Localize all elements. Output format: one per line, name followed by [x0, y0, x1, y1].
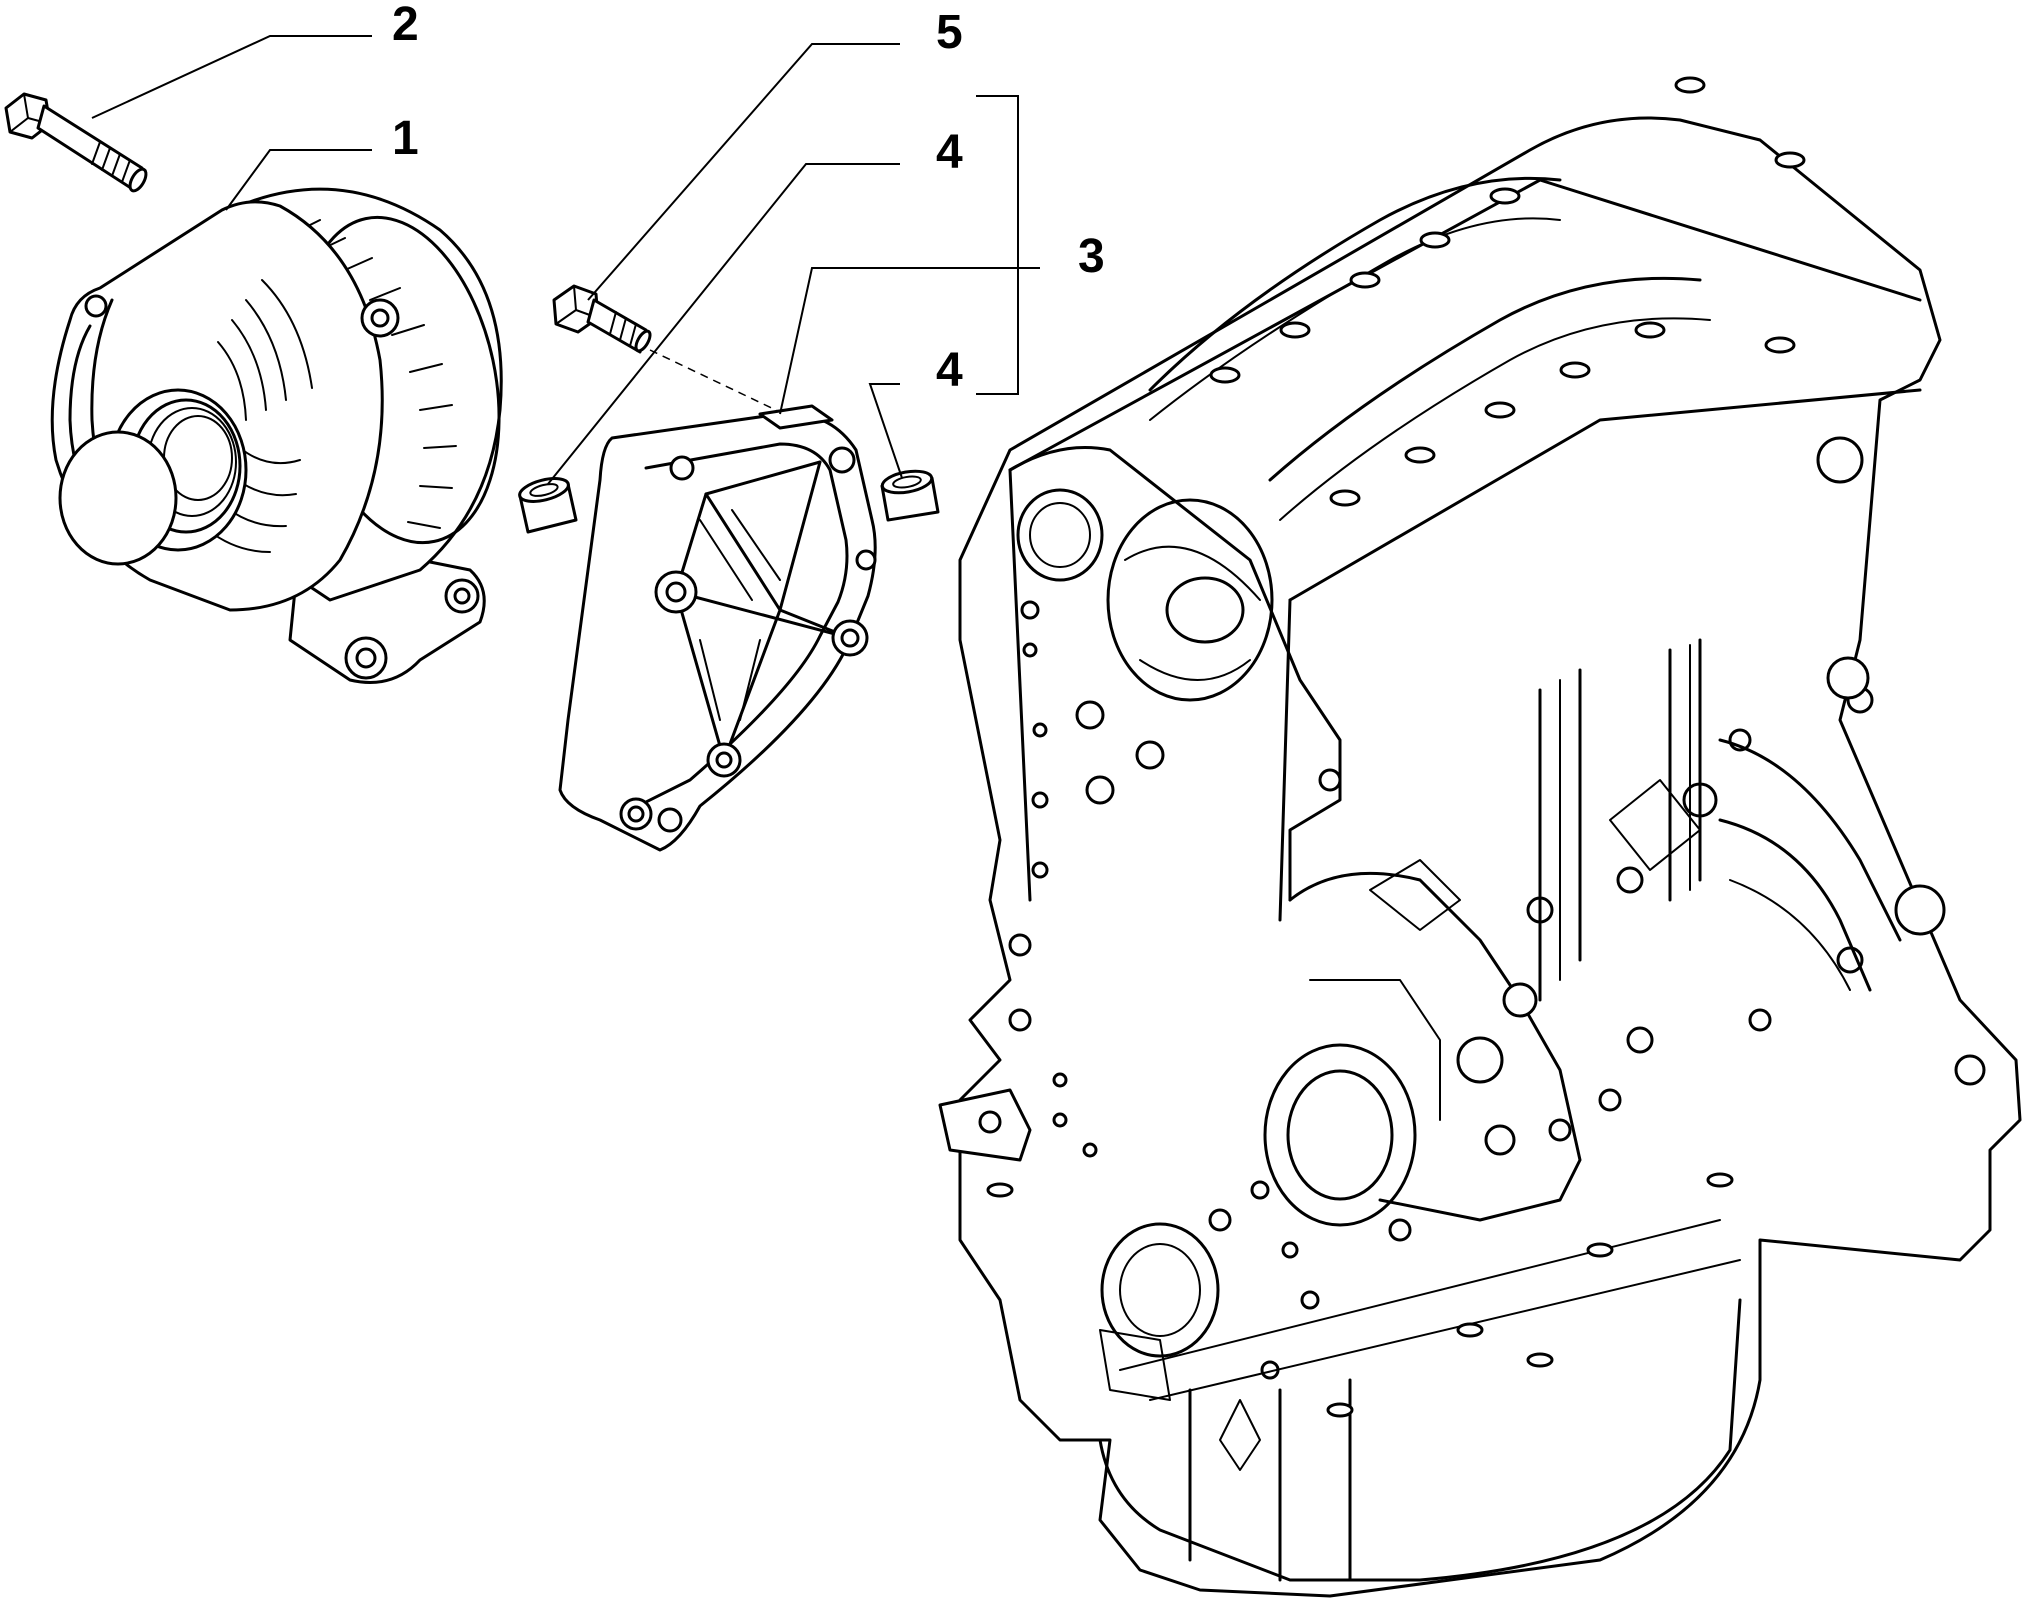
callout-4-upper-label: 4 [936, 126, 963, 179]
callout-5-label: 5 [936, 6, 963, 59]
engine-block [938, 76, 2022, 1598]
callout-labels: 2 1 5 4 3 4 [392, 0, 1105, 397]
bushing-left [518, 477, 578, 534]
alternator [50, 187, 503, 684]
callout-3-label: 3 [1078, 230, 1105, 283]
leader-lines [91, 35, 1040, 485]
head-studs [1209, 76, 1806, 507]
alternator-bolt [4, 92, 148, 193]
callout-1-label: 1 [392, 112, 419, 165]
callout-2-label: 2 [392, 0, 419, 51]
bracket-bolt [552, 284, 652, 354]
block-holes [1008, 436, 1986, 1380]
bushing-right [880, 469, 940, 522]
sump-bolts [986, 1172, 1734, 1418]
callout-4-lower-label: 4 [936, 344, 963, 397]
mounting-bracket [558, 404, 877, 852]
